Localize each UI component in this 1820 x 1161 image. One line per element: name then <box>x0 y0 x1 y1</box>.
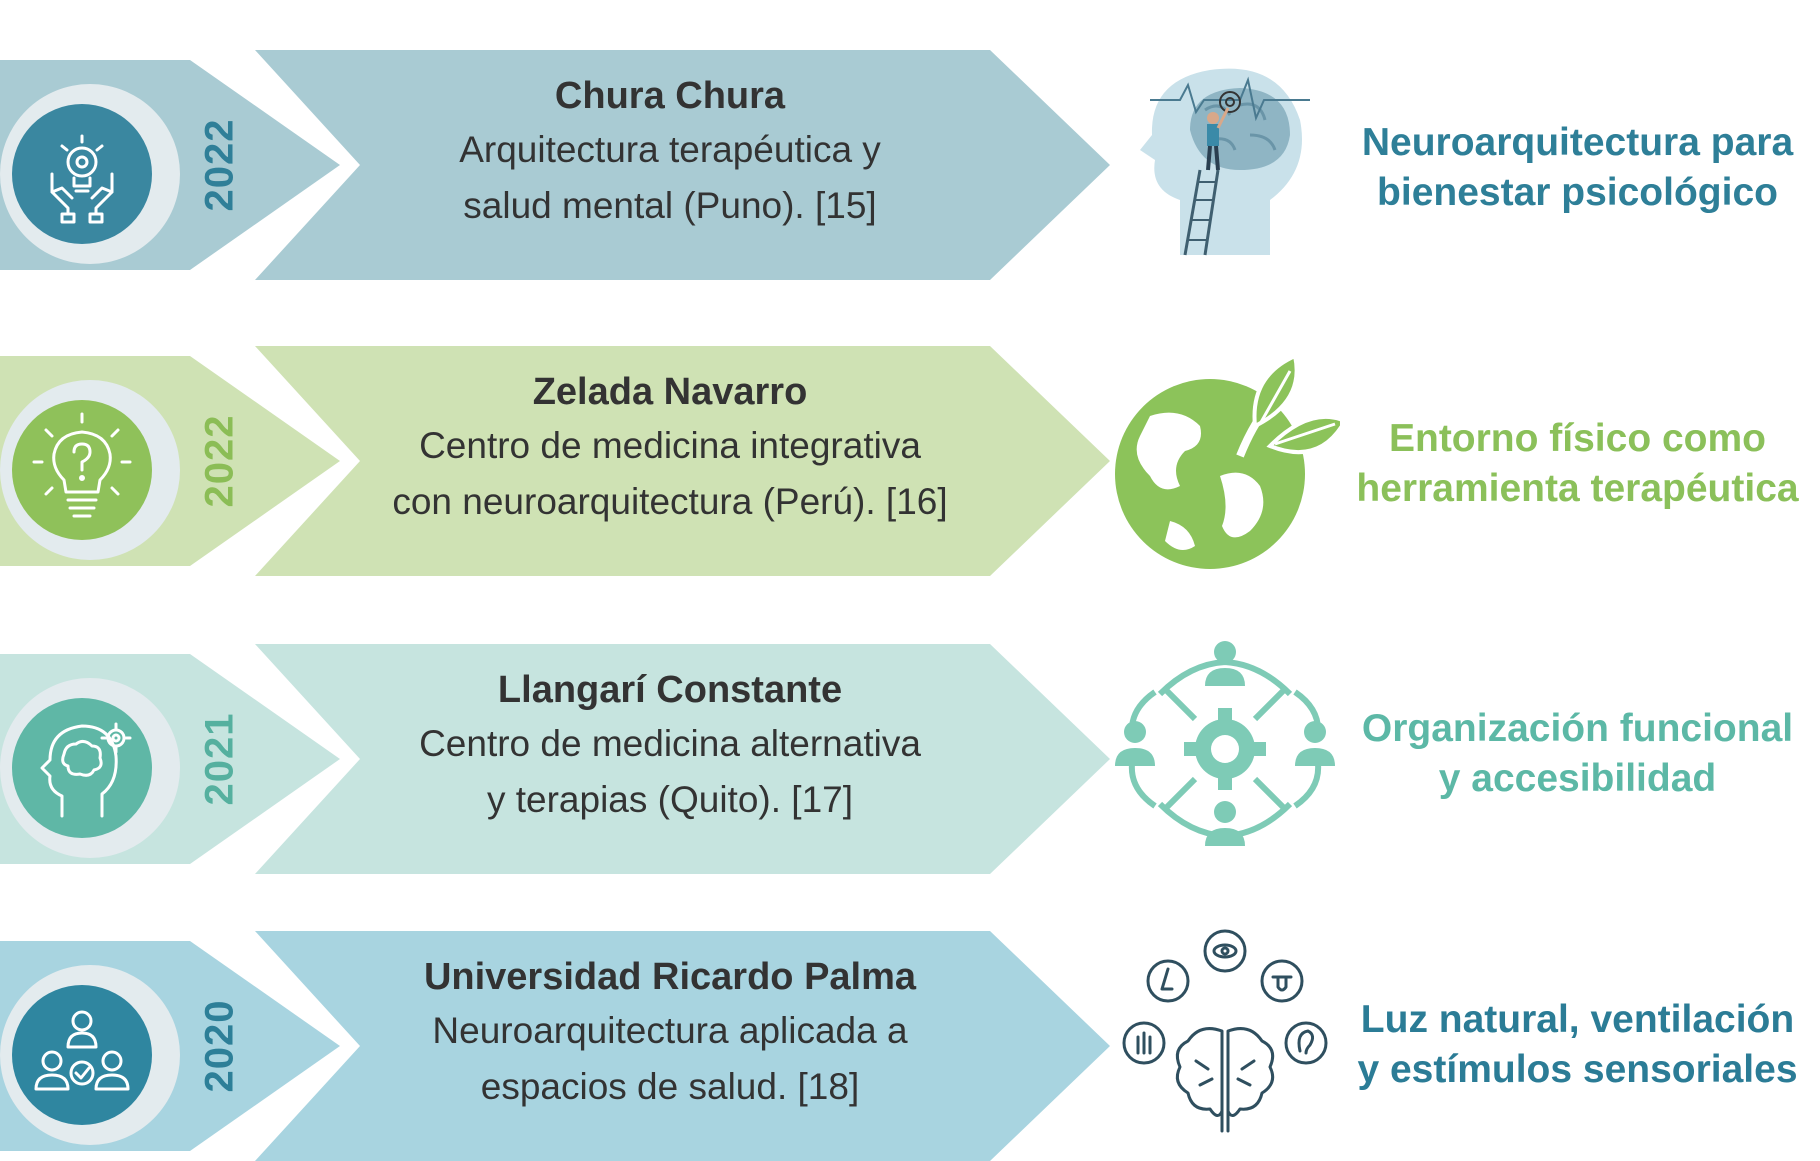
entry-desc-line1: Arquitectura terapéutica y <box>459 129 881 170</box>
entry-text: Chura Chura Arquitectura terapéutica y s… <box>340 70 1000 234</box>
head-gear-icon <box>40 722 132 818</box>
gear-people-network-illustration <box>1115 641 1335 846</box>
concept-line1: Luz natural, ventilación <box>1360 998 1795 1041</box>
concept-line1: Entorno físico como <box>1388 417 1766 460</box>
entry-desc-line1: Centro de medicina alternativa <box>419 723 921 764</box>
concept-line1: Organización funcional <box>1361 707 1794 750</box>
brain-senses-illustration <box>1122 929 1328 1133</box>
entry-desc-line2: espacios de salud. [18] <box>480 1066 860 1107</box>
concept-label: Luz natural, ventilación y estímulos sen… <box>1335 995 1820 1095</box>
year-label: 2021 <box>197 712 242 806</box>
entry-desc-line1: Neuroarquitectura aplicada a <box>432 1010 908 1051</box>
concept-line1: Neuroarquitectura para <box>1361 121 1794 164</box>
entry-text: Zelada Navarro Centro de medicina integr… <box>340 366 1000 530</box>
timeline-row-1: 2022 Chura Chura Arquitectura terapéutic… <box>0 50 1820 280</box>
timeline-row-3: 2021 Llangarí Constante Centro de medici… <box>0 641 1820 874</box>
year-badge <box>0 380 180 560</box>
concept-line2: y estímulos sensoriales <box>1357 1048 1798 1091</box>
head-brain-ladder-illustration <box>1140 68 1310 256</box>
year-badge <box>0 84 180 264</box>
team-check-icon <box>34 1010 130 1091</box>
entry-desc-line2: y terapias (Quito). [17] <box>486 779 854 820</box>
timeline-row-2: 2022 Zelada Navarro Centro de medicina i… <box>0 346 1820 576</box>
lightbulb-question-icon <box>32 412 132 518</box>
concept-line2: y accesibilidad <box>1438 757 1717 800</box>
year-badge <box>0 678 180 858</box>
concept-label: Entorno físico como herramienta terapéut… <box>1335 414 1820 514</box>
year-label: 2022 <box>197 118 242 212</box>
entry-text: Universidad Ricardo Palma Neuroarquitect… <box>340 951 1000 1115</box>
concept-label: Neuroarquitectura para bienestar psicoló… <box>1335 118 1820 218</box>
timeline-row-4: 2020 Universidad Ricardo Palma Neuroarqu… <box>0 929 1820 1161</box>
entry-name: Llangarí Constante <box>497 669 843 711</box>
entry-desc-line1: Centro de medicina integrativa <box>419 425 921 466</box>
entry-name: Universidad Ricardo Palma <box>423 956 917 998</box>
entry-name: Zelada Navarro <box>532 371 808 413</box>
entry-text: Llangarí Constante Centro de medicina al… <box>340 664 1000 828</box>
year-label: 2022 <box>197 414 242 508</box>
concept-line2: herramienta terapéutica <box>1356 467 1799 510</box>
entry-name: Chura Chura <box>554 75 786 117</box>
concept-label: Organización funcional y accesibilidad <box>1335 704 1820 804</box>
year-badge <box>0 965 180 1145</box>
earth-leaves-illustration <box>1115 353 1340 569</box>
concept-line2: bienestar psicológico <box>1377 171 1778 214</box>
hands-gear-bulb-icon <box>50 134 114 224</box>
year-label: 2020 <box>197 999 242 1093</box>
entry-desc-line2: salud mental (Puno). [15] <box>463 185 877 226</box>
entry-desc-line2: con neuroarquitectura (Perú). [16] <box>392 481 948 522</box>
